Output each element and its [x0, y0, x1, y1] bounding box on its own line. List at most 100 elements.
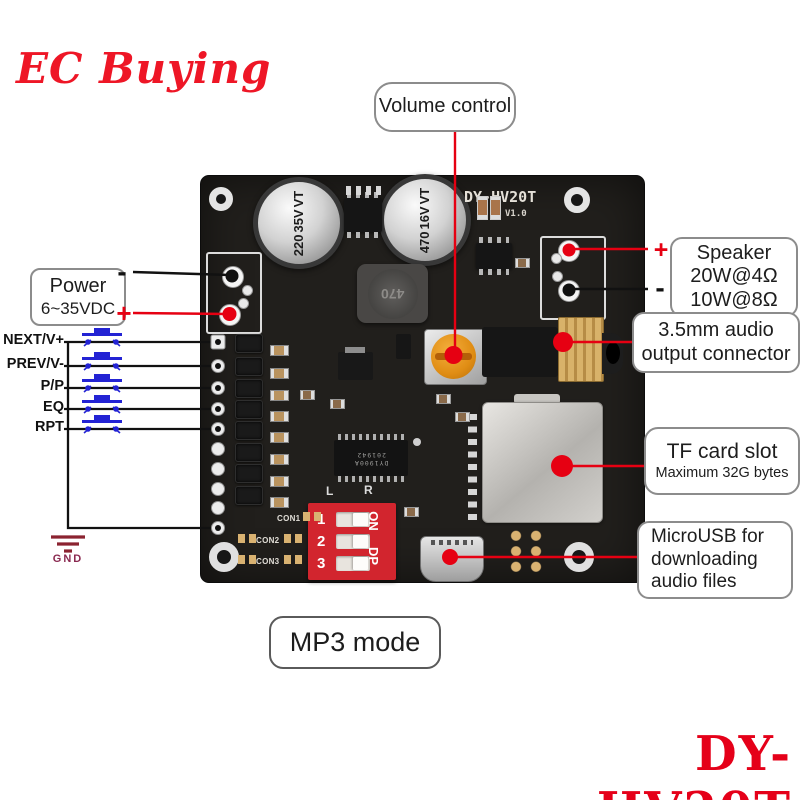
audio-jack-opening	[602, 333, 623, 374]
header-pads	[346, 186, 384, 195]
dip-switch: 1 2 3	[308, 503, 396, 580]
via	[238, 298, 249, 309]
voltage-regulator	[338, 347, 373, 380]
tf-card-callout: TF card slot Maximum 32G bytes	[644, 427, 800, 495]
mp3-mode-callout: MP3 mode	[269, 616, 441, 669]
con2-label: CON2	[256, 536, 280, 545]
micro-usb-connector	[420, 536, 484, 582]
mounting-hole	[209, 542, 239, 572]
cap-series: VT	[291, 190, 307, 207]
chip-date-code: 201942	[356, 450, 386, 458]
dip-row-1: 1	[317, 511, 396, 528]
chip-part-number: DY1900A	[353, 458, 389, 467]
callout-text: Maximum 32G bytes	[655, 464, 789, 481]
smd-resistor	[270, 454, 289, 465]
callout-text: Volume control	[378, 95, 512, 118]
button-label-next: NEXT/V+	[3, 332, 64, 348]
cap-voltage: 35V	[291, 208, 307, 233]
volume-control-callout: Volume control	[374, 82, 516, 132]
tf-card-slot	[482, 402, 603, 523]
tactile-switch	[235, 464, 263, 483]
via	[552, 271, 563, 282]
tactile-switch	[235, 486, 263, 505]
button-symbol	[82, 352, 122, 371]
chip-marking: DY1900A 201942	[353, 450, 389, 467]
smd-component	[300, 390, 315, 400]
speaker-callout: Speaker 20W@4Ω 10W@8Ω	[670, 237, 798, 317]
silkscreen-l: L	[326, 484, 334, 498]
callout-text: MP3 mode	[289, 626, 421, 657]
dip-knob	[353, 556, 368, 570]
dip-slider	[336, 512, 370, 528]
inductor-value: 470	[380, 285, 405, 302]
smd-resistor	[477, 196, 488, 220]
soic8-chip	[344, 192, 382, 238]
silkscreen-version: V1.0	[505, 209, 527, 219]
tactile-switch	[235, 421, 263, 440]
tf-slot-tab	[514, 394, 560, 404]
volume-potentiometer	[431, 334, 476, 379]
speaker-plus-sign: +	[653, 236, 669, 264]
smd-resistor	[270, 411, 289, 422]
push-button-symbols	[82, 328, 122, 434]
power-callout: Power 6~35VDC	[30, 268, 126, 326]
cap-voltage: 16V	[417, 205, 433, 230]
con1-label: CON1	[277, 514, 301, 523]
pad-pair	[303, 512, 321, 521]
smd-resistor	[270, 432, 289, 443]
dip-number: 3	[317, 554, 326, 572]
button-symbol	[82, 374, 122, 393]
audio-jack-body	[482, 327, 558, 377]
via	[551, 253, 562, 264]
tactile-switch	[235, 443, 263, 462]
dip-on-label: ON	[366, 511, 381, 531]
pad-pair	[284, 555, 302, 564]
callout-text: MicroUSB for	[651, 526, 764, 548]
pad-pair	[238, 534, 256, 543]
capacitor-label: 220 35V VT	[291, 190, 307, 255]
dip-number: 1	[317, 511, 326, 529]
power-pad-plus	[219, 304, 241, 326]
button-label-pp: P/P	[40, 378, 64, 394]
tactile-switch	[235, 357, 263, 376]
button-symbol	[82, 395, 122, 414]
dip-row-3: 3	[317, 555, 396, 572]
smd-pads	[468, 414, 477, 526]
dip-knob	[353, 513, 368, 527]
brand-logo: EC Buying	[16, 44, 272, 93]
gnd-label: GND	[52, 553, 84, 565]
dip-dp-label: DP	[366, 546, 381, 566]
callout-text: audio files	[651, 571, 737, 593]
button-label-prev: PREV/V-	[6, 356, 64, 372]
cap-value: 470	[417, 231, 433, 253]
ground-symbol	[51, 535, 85, 553]
mounting-hole	[564, 187, 590, 213]
callout-text: output connector	[641, 342, 791, 365]
button-symbol	[82, 415, 122, 434]
smd-component	[515, 258, 530, 268]
silkscreen-r: R	[364, 483, 373, 497]
smd-component	[436, 394, 451, 404]
callout-text: downloading	[651, 548, 758, 570]
tactile-switch	[235, 400, 263, 419]
cap-series: VT	[417, 187, 433, 204]
audio-jack-shell	[558, 317, 604, 382]
callout-text: Speaker	[696, 241, 772, 264]
mounting-hole	[564, 542, 594, 572]
smd-component	[455, 412, 470, 422]
pad-pair	[238, 555, 256, 564]
micro-usb-callout: MicroUSB for downloading audio files	[637, 521, 793, 599]
dip-slider	[336, 555, 370, 571]
tactile-switch	[235, 379, 263, 398]
via	[242, 285, 253, 296]
callout-text: Power	[49, 275, 107, 298]
smd-resistor	[270, 345, 289, 356]
smd-resistor	[270, 390, 289, 401]
dy1900a-chip: DY1900A 201942	[334, 434, 408, 482]
capacitor-label: 470 16V VT	[417, 187, 433, 253]
callout-text: 6~35VDC	[40, 298, 116, 318]
speaker-pad-minus	[558, 280, 580, 302]
smd-component	[330, 399, 345, 409]
power-minus-sign: -	[117, 256, 127, 287]
button-symbol	[82, 328, 122, 347]
